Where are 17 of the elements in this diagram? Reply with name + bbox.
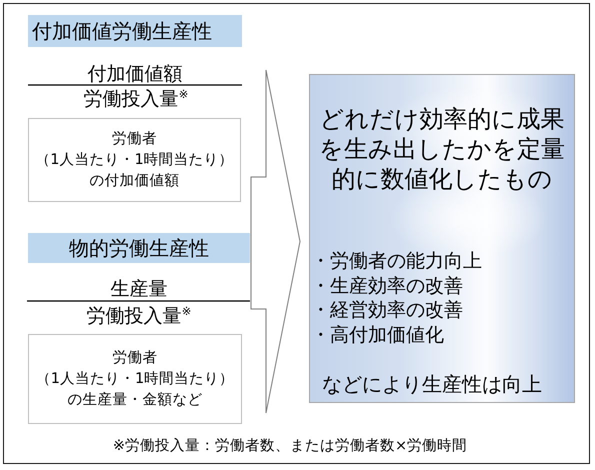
heading-band: 付加価値労働生産性: [28, 15, 242, 47]
numerator-text: 付加価値額: [88, 64, 182, 84]
text-box: 労働者（1人当たり・1時間当たり）の付加価値額: [28, 118, 241, 202]
bullet-item: ・高付加価値化: [311, 322, 444, 347]
footnote: ※労働投入量：労働者数、または労働者数×労働時間: [112, 437, 468, 456]
numerator-text: 生産量: [110, 279, 168, 299]
panel-text: などにより生産性は向上: [322, 371, 542, 397]
denominator-text: 労働投入量$^{※}$: [84, 88, 188, 110]
denominator-text: 労働投入量$^{※}$: [86, 305, 192, 327]
panel-heading: どれだけ効率的に成果を生み出したかを定量的に数値化したもの: [318, 104, 566, 194]
bullet-item: ・経営効率の改善: [311, 298, 463, 322]
text-box: 労働者（1人当たり・1時間当たり）の生産量・金額など: [28, 334, 242, 424]
heading-band: 物的労働生産性: [28, 233, 250, 263]
bullet-item: ・生産効率の改善: [311, 274, 463, 298]
bullet-item: ・労働者の能力向上: [311, 249, 482, 274]
info-panel: [309, 74, 575, 403]
chevron-arrow: [250, 70, 300, 414]
